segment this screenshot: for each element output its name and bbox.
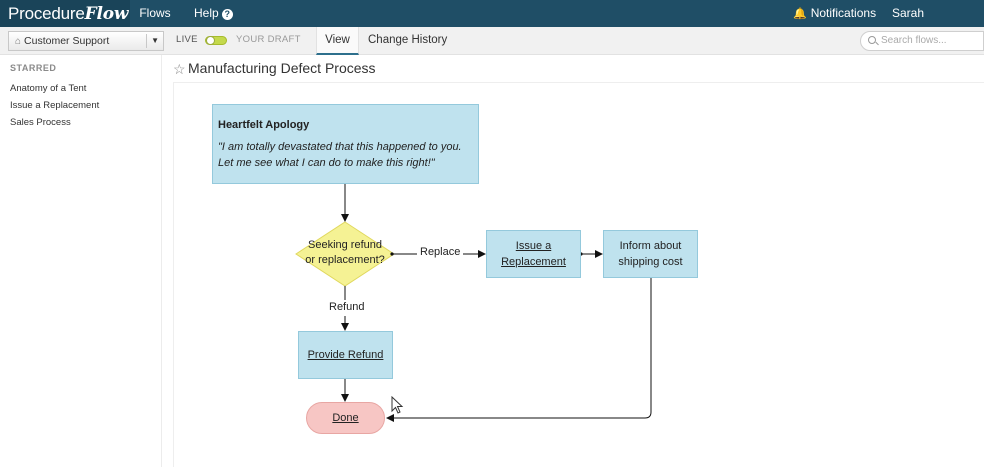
decision-line-2: or replacement? <box>305 254 385 266</box>
brand-name-plain: Procedure <box>8 3 85 23</box>
step-issue-a-replacement[interactable]: Issue a Replacement <box>486 230 581 278</box>
step-link-line-1[interactable]: Issue a <box>515 240 552 252</box>
page-title: Manufacturing Defect Process <box>188 60 376 76</box>
step-line-1: Inform about <box>619 240 682 252</box>
nav-flows[interactable]: Flows <box>130 0 180 27</box>
step-link-line-2[interactable]: Replacement <box>501 256 566 268</box>
live-label: LIVE <box>176 34 198 45</box>
step-script-line-1: "I am totally devastated that this happe… <box>218 141 462 153</box>
sidebar: STARRED Anatomy of a Tent Issue a Replac… <box>0 55 162 467</box>
step-link-provide-refund[interactable]: Provide Refund <box>307 349 384 361</box>
step-heartfelt-apology[interactable]: Heartfelt Apology "I am totally devastat… <box>212 104 479 184</box>
nav-help[interactable]: Help? <box>194 0 233 27</box>
step-script-line-2: Let me see what I can do to make this ri… <box>218 157 435 169</box>
nav-help-label: Help <box>194 6 219 20</box>
user-menu[interactable]: Sarah Rutherford <box>892 0 984 47</box>
step-done[interactable]: Done <box>306 402 385 434</box>
sidebar-item-sales-process[interactable]: Sales Process <box>10 117 71 128</box>
done-link[interactable]: Done <box>332 412 359 424</box>
select-divider <box>146 34 147 48</box>
nav-notifications-label: Notifications <box>810 6 877 20</box>
edge-label-replace: Replace <box>419 246 462 258</box>
decision-seeking-refund[interactable]: Seeking refund or replacement? <box>300 238 390 268</box>
sidebar-item-issue-a-replacement[interactable]: Issue a Replacement <box>10 100 100 111</box>
sidebar-item-anatomy-of-a-tent[interactable]: Anatomy of a Tent <box>10 83 87 94</box>
toggle-knob <box>206 36 215 45</box>
decision-line-1: Seeking refund <box>308 239 382 251</box>
team-select[interactable]: ⌂Customer Support ▼ <box>8 31 164 51</box>
step-inform-shipping-cost[interactable]: Inform about shipping cost <box>603 230 698 278</box>
starred-heading: STARRED <box>10 63 57 73</box>
flow-toolbar: ⌂Customer Support ▼ LIVE YOUR DRAFT View… <box>0 27 984 55</box>
draft-label: YOUR DRAFT <box>236 34 301 45</box>
edge-label-refund: Refund <box>328 301 366 313</box>
search-placeholder: Search flows... <box>881 35 947 46</box>
step-line-2: shipping cost <box>618 256 683 268</box>
brand-name-script: Flow <box>84 3 129 24</box>
nav-flows-label: Flows <box>139 6 171 20</box>
mouse-cursor-icon <box>391 396 404 414</box>
star-icon[interactable]: ☆ <box>173 61 186 77</box>
tab-view[interactable]: View <box>316 27 359 55</box>
tab-change-history-label: Change History <box>368 34 448 46</box>
team-select-value: Customer Support <box>24 35 110 47</box>
bell-icon: 🔔 <box>793 8 807 20</box>
step-title: Heartfelt Apology <box>218 119 310 131</box>
step-provide-refund[interactable]: Provide Refund <box>298 331 393 379</box>
nav-notifications[interactable]: 🔔Notifications <box>793 0 876 27</box>
help-icon: ? <box>221 9 233 20</box>
search-icon <box>868 36 876 44</box>
tab-view-label: View <box>325 34 350 46</box>
search-input[interactable]: Search flows... <box>860 31 984 51</box>
home-icon: ⌂ <box>15 36 22 47</box>
chevron-down-icon: ▼ <box>151 36 159 45</box>
live-draft-toggle[interactable] <box>205 36 227 45</box>
tab-change-history[interactable]: Change History <box>368 27 447 55</box>
